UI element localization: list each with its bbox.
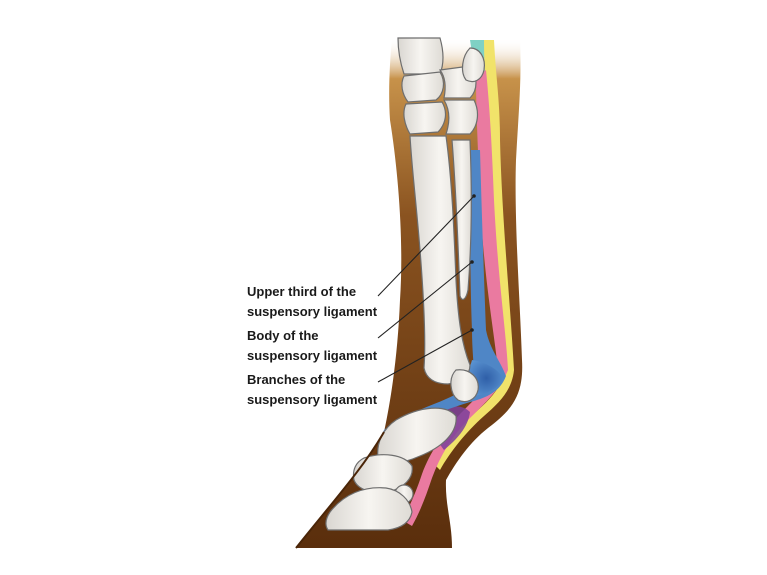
leader-line-branches	[377, 329, 473, 383]
label-body-line1: Body of the	[247, 328, 319, 343]
leader-line-body	[377, 261, 473, 339]
long-pastern-bone	[377, 407, 457, 464]
deep-flexor-tendon	[402, 70, 508, 526]
superficial-flexor-tendon	[434, 40, 514, 470]
leader-dot-upper-third	[472, 194, 476, 198]
label-branches-line2: suspensory ligament	[247, 392, 378, 407]
label-body-line2: suspensory ligament	[247, 348, 378, 363]
cannon-bone	[409, 135, 471, 385]
leader-line-upper-third	[377, 195, 475, 297]
label-body-suspensory-ligament: Body of the suspensory ligament	[247, 326, 377, 366]
accessory-carpal-bone	[461, 47, 485, 83]
label-upper-third-suspensory-ligament: Upper third of the suspensory ligament	[247, 282, 377, 322]
leader-dot-branches	[470, 328, 474, 332]
label-branches-line1: Branches of the	[247, 372, 346, 387]
leader-dot-body	[470, 260, 474, 264]
sesamoid-bone	[450, 369, 479, 403]
carpal-bone-1	[401, 71, 445, 103]
leader-lines	[377, 195, 475, 383]
bones	[325, 37, 485, 531]
carpal-bone-4	[442, 99, 479, 135]
radius-bone	[397, 37, 444, 75]
label-upper-third-line2: suspensory ligament	[247, 304, 378, 319]
splint-bone	[451, 139, 472, 300]
coffin-bone	[325, 487, 413, 531]
carpal-bone-3	[403, 101, 447, 135]
label-branches-suspensory-ligament: Branches of the suspensory ligament	[247, 370, 377, 410]
leader-dots	[470, 194, 476, 332]
hoof-wall	[295, 431, 385, 549]
label-upper-third-line1: Upper third of the	[247, 284, 357, 299]
